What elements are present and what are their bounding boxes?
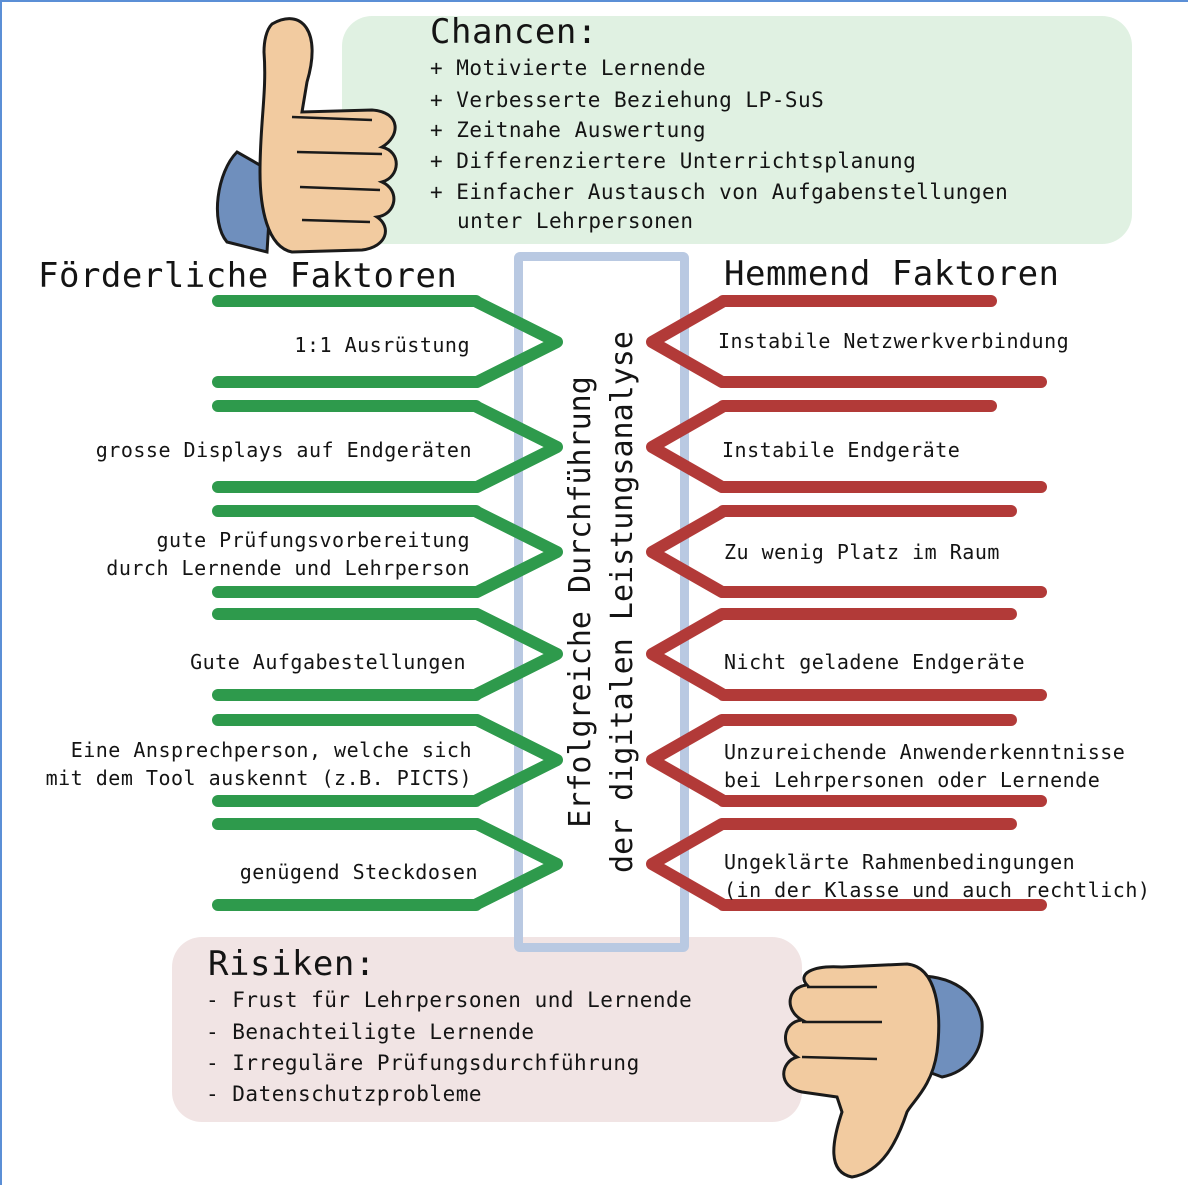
chancen-item: unter Lehrpersonen [457, 209, 694, 233]
foerderlich-item: 1:1 Ausrüstung [294, 333, 470, 357]
thumbs-up-icon [215, 17, 398, 254]
left-bar [212, 376, 482, 388]
chancen-title: Chancen: [430, 12, 598, 52]
right-bar [717, 689, 1047, 701]
left-bar [212, 481, 482, 493]
left-bar [212, 400, 482, 412]
right-bar [717, 481, 1047, 493]
right-bar [717, 608, 1017, 620]
hemmend-item: bei Lehrpersonen oder Lernende [724, 768, 1101, 792]
center-spine [514, 252, 689, 952]
foerderlich-item: durch Lernende und Lehrperson [106, 556, 470, 580]
risiken-item: - Irreguläre Prüfungsdurchführung [206, 1051, 640, 1075]
right-bar [717, 818, 1017, 830]
foerderlich-item: Eine Ansprechperson, welche sich [70, 738, 472, 762]
hemmend-item: Zu wenig Platz im Raum [724, 540, 1000, 564]
left-bar [212, 795, 482, 807]
right-bar [717, 505, 1017, 517]
left-bar [212, 714, 482, 726]
hemmend-title: Hemmend Faktoren [724, 254, 1060, 294]
chancen-item: + Verbesserte Beziehung LP-SuS [430, 88, 825, 112]
right-bar [717, 714, 1017, 726]
right-bar [717, 376, 1047, 388]
risiken-item: - Benachteiligte Lernende [206, 1020, 535, 1044]
hemmend-item: Nicht geladene Endgeräte [724, 650, 1025, 674]
chancen-item: + Differenziertere Unterrichtsplanung [430, 149, 917, 173]
risiken-item: - Datenschutzprobleme [206, 1082, 483, 1106]
left-bar [212, 505, 482, 517]
right-bar [717, 586, 1047, 598]
left-bar [212, 586, 482, 598]
left-bar [212, 608, 482, 620]
center-title: Erfolgreiche Durchführung der digitalen … [560, 252, 644, 952]
left-bar [212, 899, 482, 911]
foerderlich-item: Gute Aufgabestellungen [190, 650, 466, 674]
thumbs-down-icon [782, 962, 984, 1179]
left-bar [212, 818, 482, 830]
foerderlich-title: Förderliche Faktoren [38, 256, 458, 296]
center-title-line1: Erfolgreiche Durchführung [563, 376, 598, 828]
right-bar [717, 400, 997, 412]
risiken-item: - Frust für Lehrpersonen und Lernende [206, 988, 693, 1012]
foerderlich-item: gute Prüfungsvorbereitung [156, 528, 470, 552]
left-bar [212, 295, 482, 307]
foerderlich-item: mit dem Tool auskennt (z.B. PICTS) [45, 766, 472, 790]
right-bar [717, 899, 1047, 911]
chancen-item: + Motivierte Lernende [430, 56, 707, 80]
foerderlich-item: grosse Displays auf Endgeräten [95, 438, 472, 462]
hemmend-item: (in der Klasse und auch rechtlich) [724, 878, 1151, 902]
chancen-item: + Einfacher Austausch von Aufgabenstellu… [430, 180, 1009, 204]
center-title-line2: der digitalen Leistungsanalyse [605, 331, 640, 873]
hemmend-item: Instabile Endgeräte [722, 438, 961, 462]
chancen-item: + Zeitnahe Auswertung [430, 118, 707, 142]
right-bar [717, 795, 1047, 807]
left-bar [212, 689, 482, 701]
risiken-wash [172, 937, 802, 1122]
foerderlich-item: genügend Steckdosen [239, 860, 478, 884]
hemmend-item: Unzureichende Anwenderkenntnisse [724, 740, 1126, 764]
chancen-wash [342, 16, 1132, 244]
hemmend-item: Instabile Netzwerkverbindung [718, 329, 1070, 353]
hemmend-item: Ungeklärte Rahmenbedingungen [724, 850, 1076, 874]
risiken-title: Risiken: [208, 944, 376, 984]
right-bar [717, 295, 997, 307]
